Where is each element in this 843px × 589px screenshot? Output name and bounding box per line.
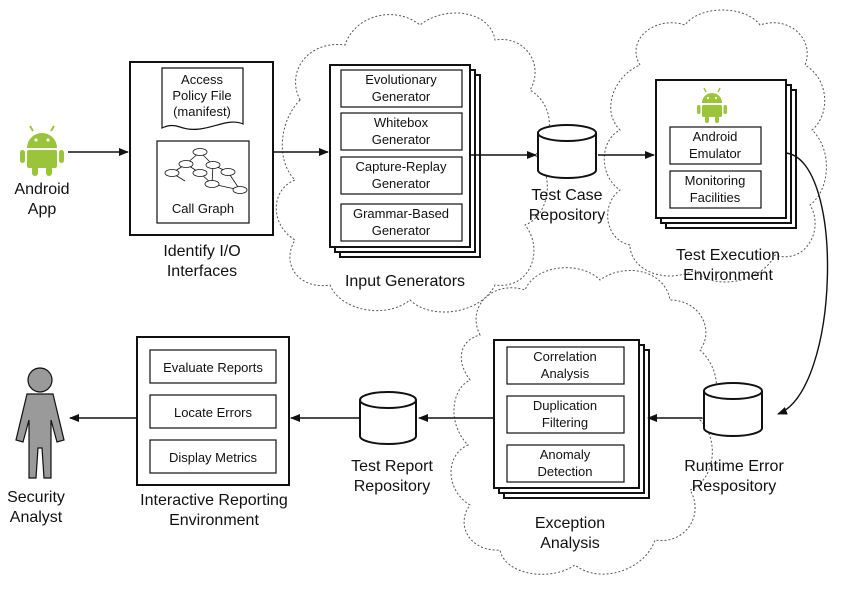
duplication-filtering-line-1: Duplication: [533, 398, 597, 413]
identify-caption-1: Identify I/O: [163, 243, 240, 260]
android-app-label-1: Android: [14, 181, 69, 198]
security-analyst-icon: [15, 367, 65, 479]
android-emulator-line-1: Android: [693, 129, 738, 144]
security-analyst-caption-1: Security: [7, 489, 65, 506]
whitebox-generator-line-1: Whitebox: [374, 115, 429, 130]
evolutionary-generator-line-2: Generator: [372, 89, 431, 104]
input-generators-caption: Input Generators: [345, 273, 465, 290]
access-policy-line-3: (manifest): [173, 104, 231, 119]
capture-replay-generator-box: [340, 156, 463, 195]
android-app-icon: [20, 125, 64, 176]
monitoring-facilities-line-2: Facilities: [690, 190, 741, 205]
test-execution-caption-2: Environment: [683, 267, 773, 284]
android-emulator-box: [669, 126, 762, 165]
evolutionary-generator-box: [340, 69, 463, 108]
reporting-caption-2: Environment: [169, 512, 259, 529]
locate-errors-label: Locate Errors: [174, 405, 253, 420]
capture-replay-generator-line-1: Capture-Replay: [355, 159, 447, 174]
anomaly-detection-line-1: Anomaly: [540, 447, 591, 462]
runtime-error-repository-caption-2: Respository: [692, 478, 776, 495]
runtime-error-repository-caption-1: Runtime Error: [684, 458, 784, 475]
emulator-android-icon: [697, 87, 727, 123]
test-case-repository-caption-1: Test Case: [531, 187, 602, 204]
evolutionary-generator-line-1: Evolutionary: [365, 72, 437, 87]
reporting-caption-1: Interactive Reporting: [140, 492, 288, 509]
call-graph-icon: [164, 148, 248, 194]
correlation-analysis-line-2: Analysis: [541, 366, 590, 381]
test-case-repository-caption-2: Repository: [529, 207, 605, 224]
correlation-analysis-box: [506, 346, 625, 385]
exception-analysis-caption-1: Exception: [535, 515, 605, 532]
test-report-repository-caption-1: Test Report: [351, 458, 433, 475]
access-policy-document: [161, 67, 244, 130]
duplication-filtering-line-2: Filtering: [542, 415, 588, 430]
test-case-repository-icon: [537, 124, 597, 179]
runtime-error-repository-icon: [703, 382, 763, 437]
android-app-label-2: App: [28, 201, 57, 218]
whitebox-generator-line-2: Generator: [372, 132, 431, 147]
exception-analysis-caption-2: Analysis: [540, 535, 600, 552]
anomaly-detection-box: [506, 444, 625, 483]
arrow-execution-to-runtime-error-repo: [777, 152, 829, 415]
grammar-based-generator-line-1: Grammar-Based: [353, 206, 449, 221]
security-analyst-caption-2: Analyst: [10, 509, 63, 526]
whitebox-generator-box: [340, 112, 463, 151]
duplication-filtering-box: [506, 395, 625, 434]
evaluate-reports-box: [149, 349, 277, 384]
display-metrics-box: [149, 439, 277, 474]
test-execution-caption-1: Test Execution: [676, 247, 780, 264]
evaluate-reports-label: Evaluate Reports: [163, 360, 263, 375]
android-emulator-line-2: Emulator: [689, 146, 742, 161]
identify-caption-2: Interfaces: [167, 263, 237, 280]
access-policy-line-2: Policy File: [172, 88, 231, 103]
locate-errors-box: [149, 394, 277, 429]
grammar-based-generator-box: [340, 203, 463, 242]
test-report-repository-caption-2: Repository: [354, 478, 430, 495]
call-graph-label: Call Graph: [172, 201, 234, 216]
display-metrics-label: Display Metrics: [169, 450, 258, 465]
monitoring-facilities-box: [669, 170, 762, 209]
anomaly-detection-line-2: Detection: [538, 464, 593, 479]
capture-replay-generator-line-2: Generator: [372, 176, 431, 191]
test-report-repository-icon: [359, 391, 417, 445]
grammar-based-generator-line-2: Generator: [372, 223, 431, 238]
correlation-analysis-line-1: Correlation: [533, 349, 597, 364]
monitoring-facilities-line-1: Monitoring: [685, 173, 746, 188]
access-policy-line-1: Access: [181, 72, 223, 87]
